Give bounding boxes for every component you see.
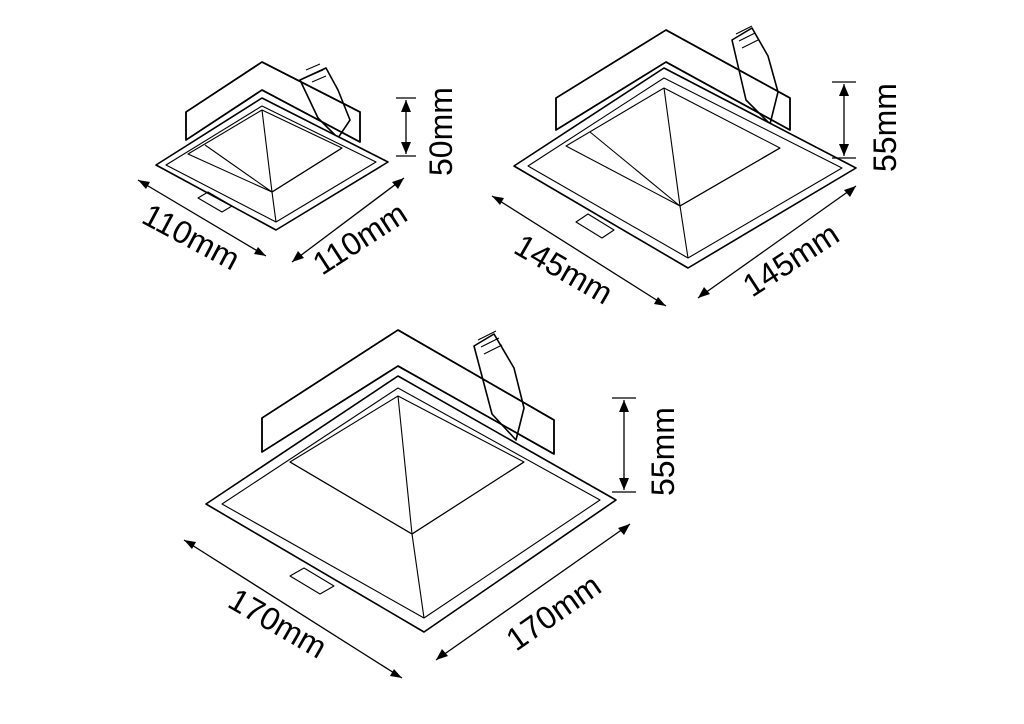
downlight-170: 170mm 170mm 55mm [183,329,681,679]
fixture-2-width-label: 145mm [509,227,619,312]
downlight-145: 145mm 145mm 55mm [491,25,903,312]
downlight-110: 110mm 110mm 50mm [137,61,459,282]
fixture-3-height-label: 55mm [645,407,681,496]
fixture-2-height-label: 55mm [867,83,903,172]
fixture-1-depth-label: 110mm [306,195,413,282]
fixture-1-width-label: 110mm [137,196,246,277]
fixture-1-height-label: 50mm [423,87,459,176]
fixture-3-depth-label: 170mm [499,567,607,658]
